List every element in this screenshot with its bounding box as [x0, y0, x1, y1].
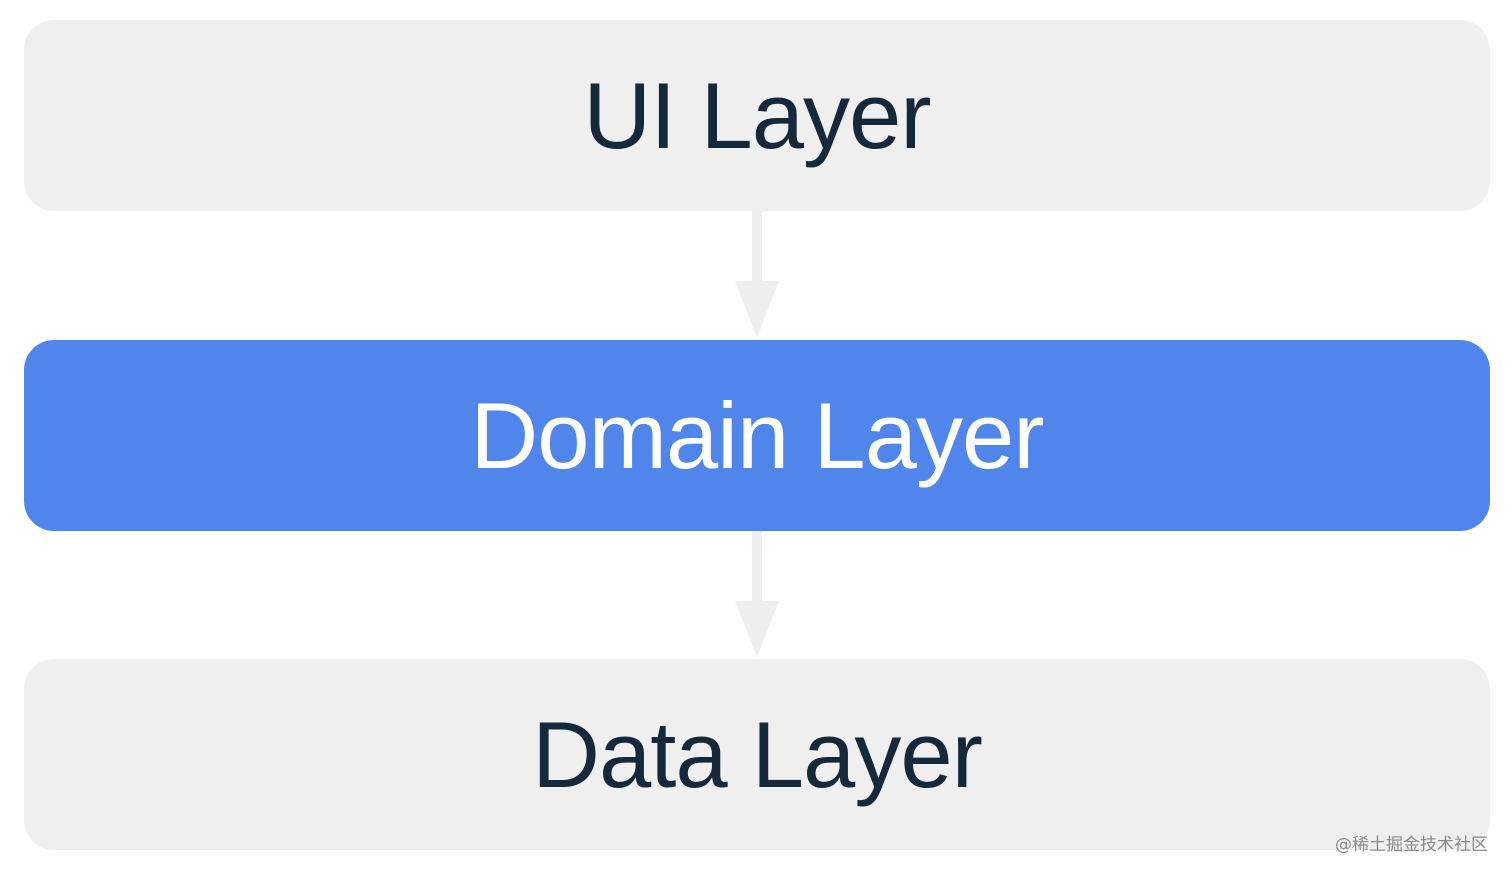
ui-layer-label: UI Layer [583, 62, 931, 168]
data-layer-label: Data Layer [532, 701, 983, 807]
data-layer-box: Data Layer [24, 659, 1490, 850]
arrow-head [735, 601, 779, 657]
ui-layer-box: UI Layer [24, 20, 1490, 211]
arrow-shaft [752, 211, 762, 283]
arrow-ui-to-domain [735, 211, 779, 338]
domain-layer-label: Domain Layer [470, 382, 1044, 488]
domain-layer-box: Domain Layer [24, 340, 1490, 531]
watermark-text: @稀土掘金技术社区 [1335, 835, 1488, 855]
arrow-shaft [752, 531, 762, 603]
arrow-head [735, 281, 779, 338]
arrow-domain-to-data [735, 531, 779, 657]
